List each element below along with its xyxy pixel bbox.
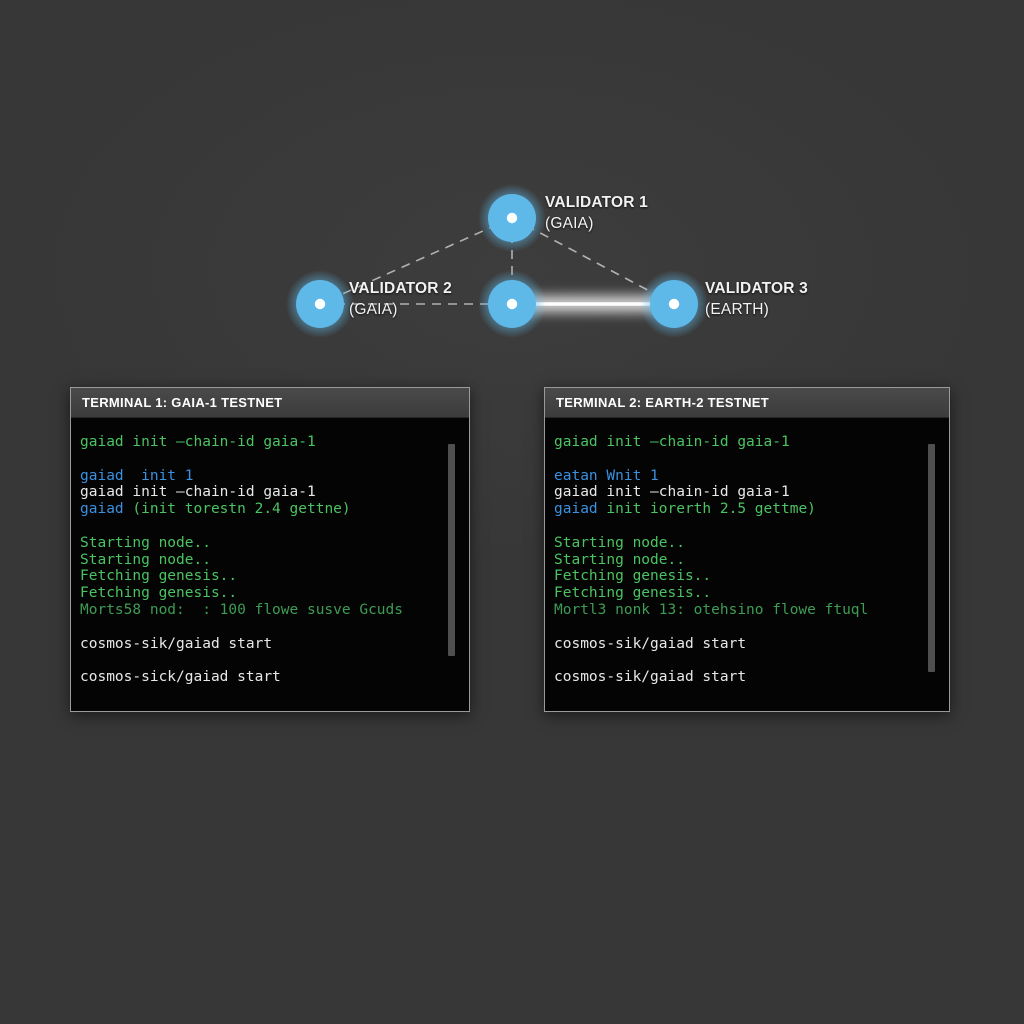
terminal-line: gaiad init —chain-id gaia-1: [554, 484, 790, 501]
node-validator-2[interactable]: [286, 270, 354, 338]
terminal-1-header: TERMINAL 1: GAIA-1 TESTNET: [71, 388, 469, 418]
terminal-line: eatan Wnit 1: [554, 467, 659, 484]
terminal-line: cosmos-sick/gaiad start: [80, 669, 281, 686]
terminal-line: gaiad (init torestn 2.4 gettne): [80, 501, 469, 518]
validator-2-name: VALIDATOR 2: [349, 280, 452, 297]
terminal-2-scrollbar[interactable]: [928, 444, 935, 672]
validator-2-chain: (GAIA): [349, 301, 398, 318]
terminal-2-header: TERMINAL 2: EARTH-2 TESTNET: [545, 388, 949, 418]
network-svg: [286, 184, 708, 338]
link-validator1-validator2: [319, 217, 513, 305]
terminal-line: [80, 619, 469, 636]
node-hub[interactable]: [478, 270, 546, 338]
node-validator-1[interactable]: [478, 184, 546, 252]
terminal-line: Fetching genesis..: [80, 585, 238, 602]
terminal-line: cosmos-sik/gaiad start: [554, 635, 747, 652]
terminal-line: gaiad init 1: [80, 467, 194, 484]
node-label-validator-3: VALIDATOR 3 (EARTH): [705, 278, 808, 320]
terminal-line-token: init iorerth 2.5 gettme): [597, 501, 816, 518]
node-validator-3[interactable]: [640, 270, 708, 338]
terminal-line: Starting node..: [554, 534, 685, 551]
terminal-line: Morts58 nod: : 100 flowe susve Gcuds: [80, 601, 404, 618]
terminal-1-title: TERMINAL 1: GAIA-1 TESTNET: [82, 395, 283, 410]
terminal-line: [554, 518, 949, 535]
terminal-2-title: TERMINAL 2: EARTH-2 TESTNET: [556, 395, 769, 410]
validator-network-diagram: VALIDATOR 1 (GAIA) VALIDATOR 2 (GAIA) VA…: [0, 140, 1024, 370]
terminal-line-token: (init torestn 2.4 gettne): [123, 501, 351, 518]
terminal-line: [80, 652, 469, 669]
terminal-line: [80, 451, 469, 468]
terminal-line: [554, 451, 949, 468]
terminal-line: Fetching genesis..: [554, 568, 712, 585]
validator-1-chain: (GAIA): [545, 215, 594, 232]
node-label-validator-1: VALIDATOR 1 (GAIA): [545, 192, 648, 234]
terminal-line-token: gaiad: [554, 501, 598, 518]
terminal-line: Starting node..: [554, 551, 685, 568]
terminal-line: [554, 652, 949, 669]
terminal-line: Starting node..: [80, 534, 211, 551]
terminal-line: [554, 619, 949, 636]
terminal-line: cosmos-sik/gaiad start: [554, 669, 747, 686]
terminal-line: gaiad init iorerth 2.5 gettme): [554, 501, 949, 518]
terminal-line: gaiad init —chain-id gaia-1: [554, 434, 790, 450]
terminal-line: Fetching genesis..: [554, 585, 712, 602]
terminal-1-scrollbar[interactable]: [448, 444, 455, 656]
terminal-line: gaiad init —chain-id gaia-1: [80, 434, 316, 450]
terminal-line: Starting node..: [80, 551, 211, 568]
terminal-line: [80, 518, 469, 535]
terminal-line: gaiad init —chain-id gaia-1: [80, 484, 316, 501]
terminal-line: cosmos-sik/gaiad start: [80, 635, 273, 652]
terminal-line: Mortl3 nonk 13: otehsino flowe ftuql: [554, 601, 869, 618]
terminal-panel-1[interactable]: TERMINAL 1: GAIA-1 TESTNET gaiad init —c…: [70, 387, 470, 712]
terminal-line: Fetching genesis..: [80, 568, 238, 585]
terminal-line-token: gaiad: [80, 501, 124, 518]
validator-3-name: VALIDATOR 3: [705, 280, 808, 297]
node-label-validator-2: VALIDATOR 2 (GAIA): [349, 278, 452, 320]
validator-3-chain: (EARTH): [705, 301, 769, 318]
validator-1-name: VALIDATOR 1: [545, 194, 648, 211]
terminal-panel-2[interactable]: TERMINAL 2: EARTH-2 TESTNET gaiad init —…: [544, 387, 950, 712]
